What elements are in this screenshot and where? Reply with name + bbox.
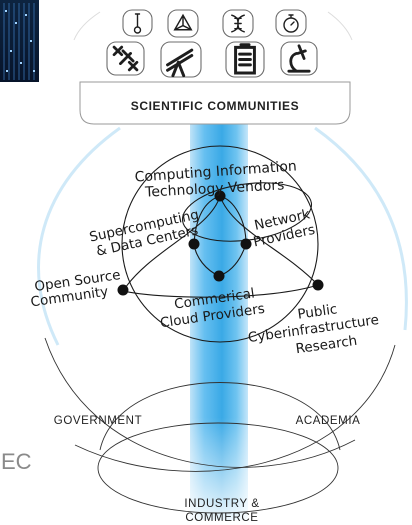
network-nodes	[117, 190, 324, 296]
telescope-icon	[166, 48, 194, 78]
icon-tile-dna-helix[interactable]	[222, 9, 254, 38]
scientific-communities-panel: SCIENTIFIC COMMUNITIES	[79, 81, 351, 125]
icon-tile-microscope[interactable]	[280, 41, 318, 76]
icon-tile-stopwatch[interactable]	[275, 9, 307, 37]
label-vendors-2: Technology Vendors	[144, 177, 285, 200]
clipboard-icon	[234, 43, 256, 75]
dna-helix-icon	[231, 14, 245, 33]
molecule-triangle-icon	[173, 13, 193, 31]
server-rack-image	[0, 0, 39, 82]
icon-tile-molecule-triangle[interactable]	[167, 9, 199, 38]
icon-tile-frame	[280, 41, 318, 76]
label-industry-2: COMMERCE	[185, 512, 258, 524]
node-public	[312, 279, 324, 291]
left-sky-arc	[37, 126, 121, 346]
icon-tile-thermometer[interactable]	[122, 9, 153, 37]
node-vendors	[214, 190, 226, 202]
decorative-arc	[327, 11, 353, 41]
stopwatch-icon	[283, 14, 299, 33]
microscope-icon	[287, 44, 311, 73]
label-industry-1: INDUSTRY &	[184, 498, 259, 510]
icon-tile-frame	[275, 9, 307, 37]
label-government: GOVERNMENT	[54, 415, 142, 427]
cropped-edge-text: EC	[1, 449, 32, 474]
node-supercomputing	[188, 238, 200, 250]
node-commercial	[213, 270, 225, 282]
node-network	[240, 238, 252, 250]
label-public-1: Public	[297, 301, 339, 322]
decorative-arc	[73, 11, 101, 41]
thermometer-icon	[133, 13, 142, 34]
satellite-icon	[112, 45, 139, 72]
node-open-source	[117, 284, 129, 296]
icon-tile-clipboard[interactable]	[225, 41, 265, 78]
sector-venn	[44, 337, 396, 514]
label-academia: ACADEMIA	[296, 415, 361, 427]
venn-circle-top	[121, 145, 319, 343]
scientific-communities-label: SCIENTIFIC COMMUNITIES	[131, 99, 300, 113]
icon-tile-satellite[interactable]	[106, 41, 145, 76]
right-sky-arc	[314, 126, 408, 331]
icon-tile-telescope[interactable]	[160, 41, 202, 78]
